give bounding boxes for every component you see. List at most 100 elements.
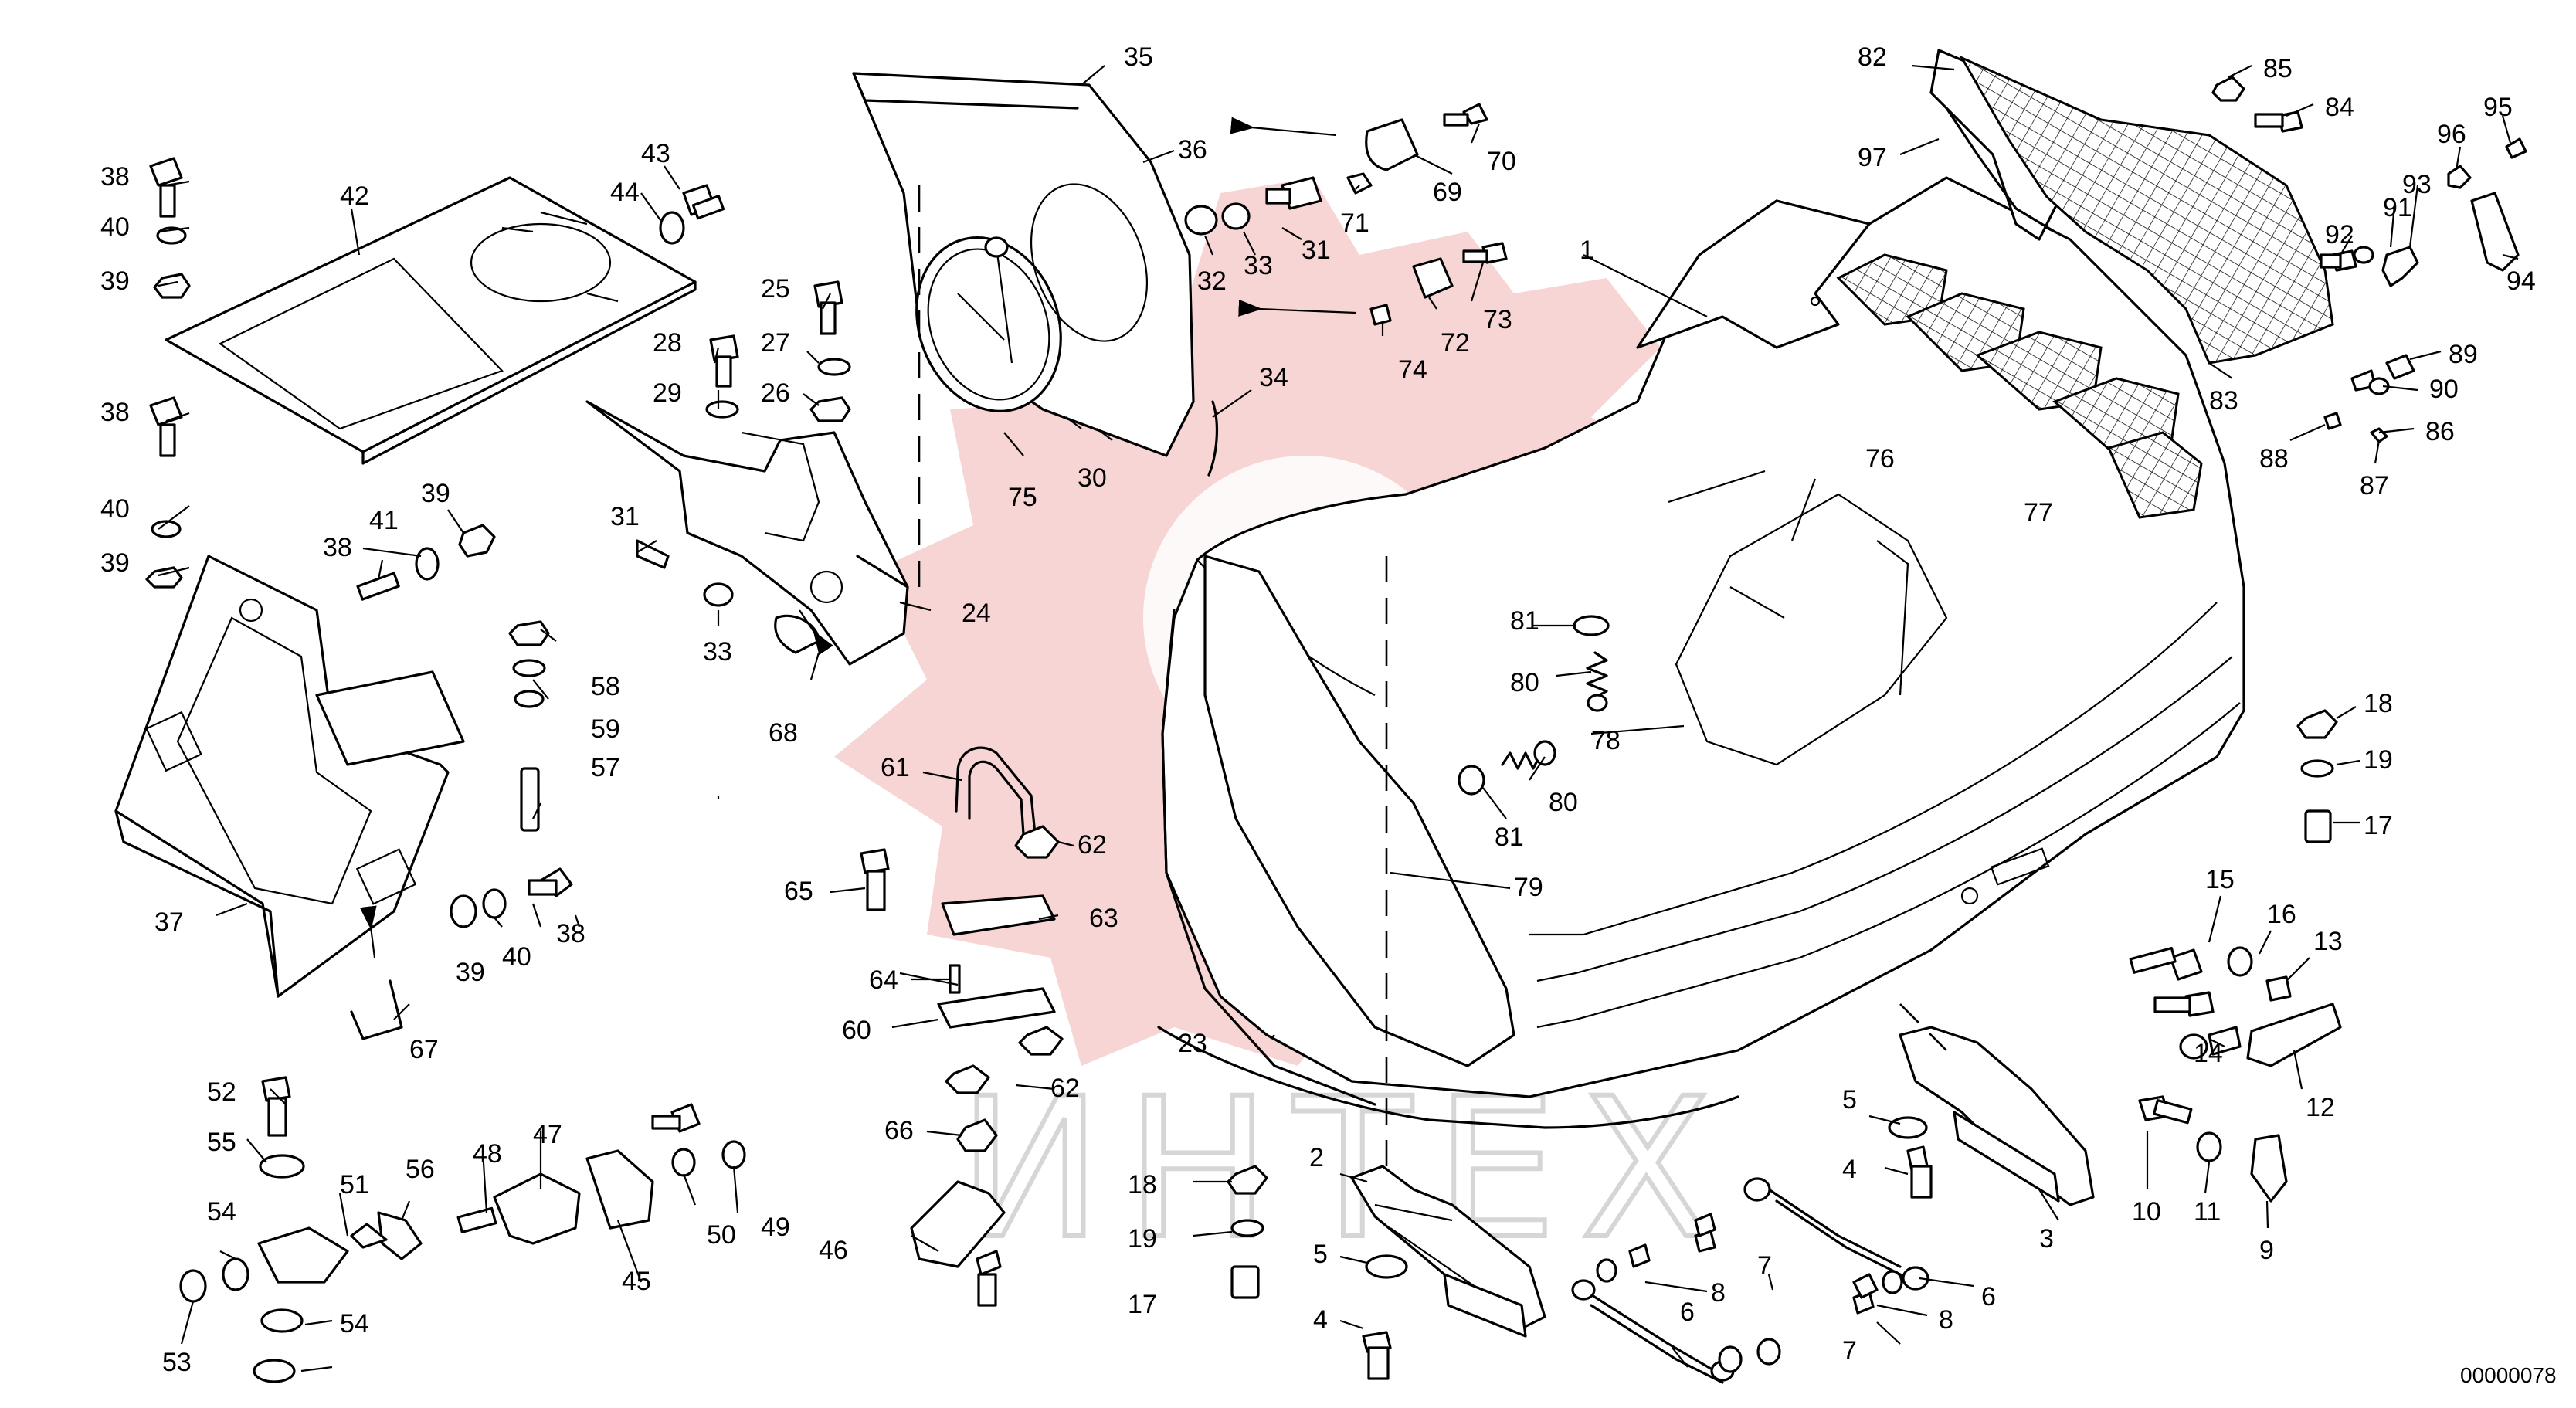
callout-10: 10 (2132, 1197, 2161, 1226)
callout-26: 26 (761, 378, 790, 408)
support-24 (585, 400, 909, 666)
grille-82-83-97 (1836, 49, 2334, 519)
callout-58: 58 (591, 672, 620, 701)
callout-5b: 5 (1842, 1085, 1857, 1115)
fastener-stack-left (145, 157, 851, 1040)
assembly-arrows (359, 117, 1356, 958)
callout-62b: 62 (1050, 1074, 1080, 1103)
callout-29: 29 (653, 378, 682, 408)
leader-lines (158, 64, 2519, 1372)
callout-34: 34 (1259, 363, 1288, 392)
callout-86: 86 (2425, 417, 2455, 446)
u-bolt-assembly-60-65 (860, 746, 1268, 1307)
callout-75: 75 (1008, 483, 1037, 512)
callout-57: 57 (591, 753, 620, 782)
callout-65: 65 (784, 877, 813, 906)
callout-16: 16 (2267, 900, 2296, 929)
callout-17b: 17 (2364, 811, 2393, 840)
callout-9: 9 (2259, 1236, 2274, 1265)
callout-7a: 7 (1757, 1251, 1772, 1281)
callout-77: 77 (2024, 498, 2053, 528)
callout-12: 12 (2306, 1093, 2335, 1122)
callout-43: 43 (641, 139, 670, 168)
callout-54a: 54 (207, 1197, 236, 1226)
callout-4b: 4 (1842, 1155, 1857, 1184)
callout-84: 84 (2325, 93, 2354, 122)
callout-54b: 54 (340, 1309, 369, 1338)
callout-38d: 38 (556, 919, 585, 948)
callout-33a: 33 (703, 637, 732, 667)
callout-87: 87 (2360, 471, 2389, 500)
callout-17a: 17 (1128, 1290, 1157, 1319)
callout-83: 83 (2209, 386, 2238, 416)
callout-39b: 39 (100, 548, 130, 578)
callout-60: 60 (842, 1016, 871, 1045)
callout-50: 50 (707, 1220, 736, 1250)
callout-39c: 39 (421, 479, 450, 508)
bracket-37 (114, 555, 465, 998)
watermark-text: ИНТЕХ (958, 1057, 1736, 1281)
callout-97: 97 (1858, 143, 1887, 172)
callout-56: 56 (406, 1155, 435, 1184)
callout-72: 72 (1441, 328, 1470, 358)
hood-1 (1157, 176, 2245, 1129)
callout-labels: 1 2 3 4 4 5 5 6 6 7 7 8 8 9 10 11 12 13 … (100, 42, 2536, 1377)
callout-39a: 39 (100, 266, 130, 296)
callout-42: 42 (340, 182, 369, 211)
springs-80-81 (1458, 615, 1610, 796)
callout-46: 46 (819, 1236, 848, 1265)
callout-85: 85 (2263, 54, 2293, 83)
callout-89: 89 (2449, 340, 2478, 369)
fan-housing-30 (852, 72, 1219, 477)
callout-69: 69 (1433, 178, 1462, 207)
callout-44: 44 (610, 178, 640, 207)
callout-19a: 19 (1128, 1224, 1157, 1254)
callout-38a: 38 (100, 162, 130, 192)
callout-66: 66 (884, 1116, 914, 1145)
callout-45: 45 (622, 1267, 651, 1296)
callout-49: 49 (761, 1213, 790, 1242)
callout-61: 61 (881, 753, 910, 782)
callout-19b: 19 (2364, 745, 2393, 775)
callout-27: 27 (761, 328, 790, 358)
callout-71: 71 (1340, 209, 1369, 238)
callout-59: 59 (591, 714, 620, 744)
callout-76: 76 (1865, 444, 1895, 473)
callout-25: 25 (761, 274, 790, 304)
callout-8b: 8 (1939, 1305, 1953, 1335)
callout-31a: 31 (610, 502, 640, 531)
callout-14: 14 (2194, 1039, 2223, 1068)
callout-33b: 33 (1244, 251, 1273, 280)
callout-94: 94 (2506, 266, 2536, 296)
callout-24: 24 (962, 599, 991, 628)
callout-81a: 81 (1510, 606, 1539, 636)
callout-13: 13 (2313, 927, 2343, 956)
callout-92: 92 (2325, 220, 2354, 249)
right-fastener-parts (2129, 76, 2527, 1203)
callout-93: 93 (2402, 170, 2432, 199)
callout-52: 52 (207, 1077, 236, 1107)
callout-32: 32 (1197, 266, 1227, 296)
callout-63: 63 (1089, 904, 1118, 933)
callout-4a: 4 (1313, 1305, 1328, 1335)
callout-62a: 62 (1078, 830, 1107, 860)
callout-2: 2 (1309, 1143, 1324, 1172)
callout-36: 36 (1178, 135, 1207, 165)
callout-68: 68 (769, 718, 798, 748)
plate-42 (165, 176, 697, 465)
callout-47: 47 (533, 1120, 562, 1149)
callout-73: 73 (1483, 305, 1512, 334)
callout-53: 53 (162, 1348, 192, 1377)
callout-28: 28 (653, 328, 682, 358)
callout-82: 82 (1858, 42, 1887, 72)
callout-7b: 7 (1842, 1336, 1857, 1366)
callout-88: 88 (2259, 444, 2289, 473)
callout-38c: 38 (323, 533, 352, 562)
callout-40a: 40 (100, 212, 130, 242)
callout-96: 96 (2437, 120, 2466, 149)
callout-91: 91 (2383, 193, 2412, 222)
callout-37: 37 (154, 908, 184, 937)
lower-left-parts-45-56 (179, 1076, 746, 1383)
callout-80b: 80 (1549, 788, 1578, 817)
